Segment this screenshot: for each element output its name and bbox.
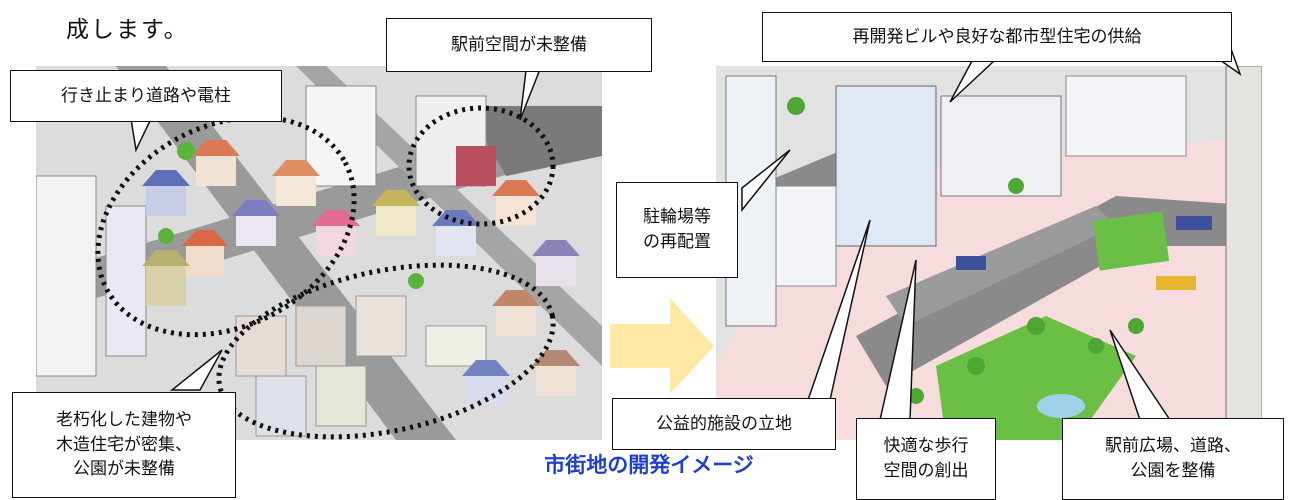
callout-aging-buildings: 老朽化した建物や 木造住宅が密集、 公園が未整備 — [12, 392, 236, 498]
before-cityscape-illustration — [36, 66, 602, 440]
bus — [456, 146, 496, 186]
callout-station-front-undeveloped: 駅前空間が未整備 — [386, 18, 652, 72]
bus — [1156, 276, 1196, 290]
transition-arrow — [610, 298, 714, 394]
callout-bicycle-parking: 駐輪場等 の再配置 — [616, 182, 738, 278]
railway — [466, 106, 602, 176]
after-redevelopment-illustration — [716, 66, 1262, 440]
figure-caption: 市街地の開発イメージ — [544, 453, 754, 477]
dense-houses — [142, 140, 580, 437]
redevelopment-building — [940, 95, 1062, 197]
redevelopment-building — [835, 85, 937, 247]
callout-redevelopment-housing: 再開発ビルや良好な都市型住宅の供給 — [762, 12, 1232, 62]
road — [886, 206, 1116, 326]
pond — [1037, 394, 1085, 418]
bus — [1176, 216, 1212, 230]
high-rise-tower — [1225, 66, 1262, 440]
park — [936, 316, 1136, 440]
lead-text: 成します。 — [66, 17, 189, 43]
station-building — [1065, 75, 1187, 157]
callout-pedestrian-space: 快適な歩行 空間の創出 — [856, 418, 996, 500]
green-island — [1092, 211, 1170, 271]
callout-public-facility: 公益的施設の立地 — [612, 398, 836, 450]
problem-area-markers — [95, 105, 556, 440]
bus — [956, 256, 986, 270]
callout-station-plaza: 駅前広場、道路、 公園を整備 — [1062, 418, 1284, 500]
callout-dead-end-roads: 行き止まり道路や電柱 — [10, 70, 282, 122]
